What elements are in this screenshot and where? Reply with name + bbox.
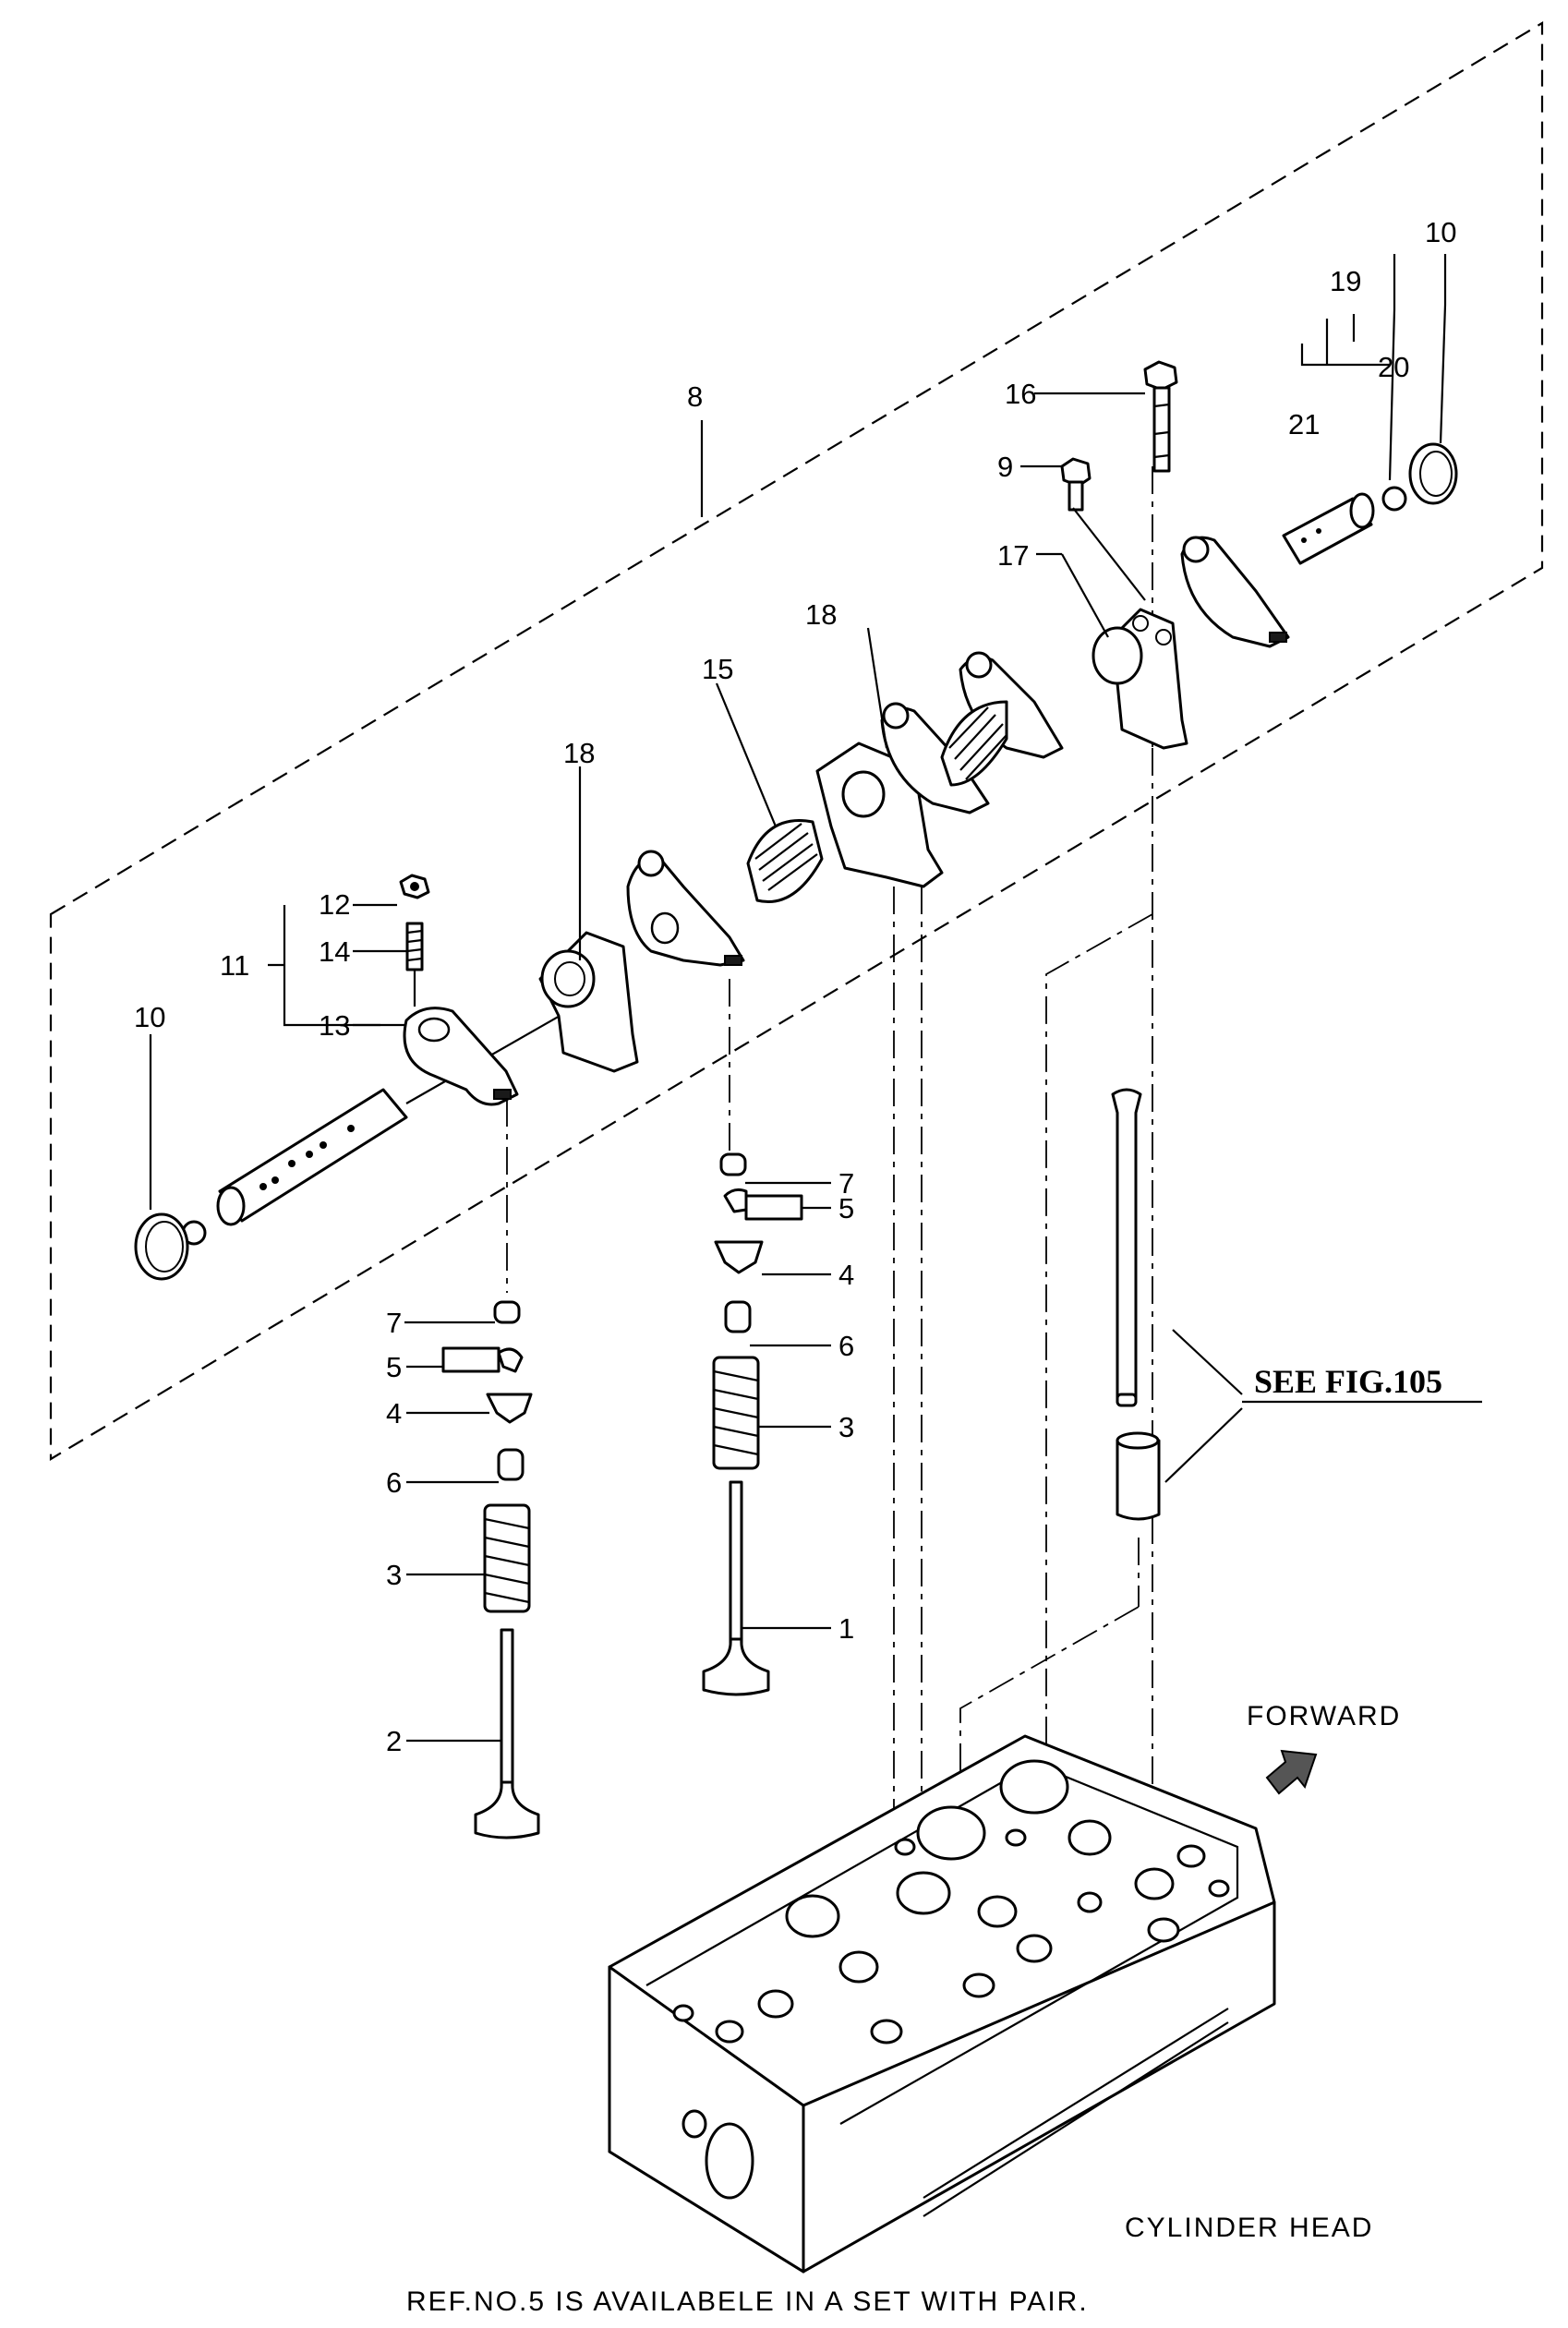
callout-16: 16 — [1005, 378, 1036, 410]
valve-spring-middle — [712, 1356, 760, 1470]
adjust-screw — [405, 922, 424, 1007]
callout-5-left: 5 — [386, 1351, 402, 1383]
callout-7-middle: 7 — [838, 1167, 854, 1200]
intake-valve — [702, 1480, 770, 1696]
plug-right — [1381, 486, 1407, 512]
forward-label: FORWARD — [1247, 1701, 1401, 1731]
valve-cotter-middle — [723, 1188, 803, 1221]
spring-retainer-left — [486, 1393, 533, 1424]
callout-21: 21 — [1288, 408, 1320, 440]
callout-4-middle: 4 — [838, 1259, 854, 1291]
push-rod — [1111, 1088, 1142, 1407]
leader-lines — [149, 254, 1482, 1743]
circlip-left — [134, 1212, 189, 1281]
valve-stem-seal-left — [497, 1448, 525, 1481]
valve-cotter-left — [441, 1346, 524, 1373]
bolt-16 — [1143, 360, 1178, 473]
cylinder-head-label: CYLINDER HEAD — [1125, 2213, 1373, 2243]
callout-6-left: 6 — [386, 1466, 402, 1499]
assembly-boundary — [49, 21, 1544, 1461]
callout-6-middle: 6 — [838, 1330, 854, 1362]
callout-10-right: 10 — [1425, 216, 1456, 248]
rocker-shaft — [216, 1088, 408, 1226]
circlip-right — [1408, 442, 1458, 505]
rocker-arm-right — [1180, 536, 1290, 648]
callout-15: 15 — [702, 653, 733, 685]
callout-18-left: 18 — [563, 737, 595, 769]
rocker-arm-pair — [880, 651, 1064, 814]
rocker-spring — [746, 819, 824, 903]
valve-cap-left — [493, 1300, 521, 1324]
callout-1: 1 — [838, 1612, 854, 1645]
callout-20: 20 — [1378, 351, 1409, 383]
callout-12: 12 — [319, 888, 350, 921]
locknut — [399, 874, 430, 899]
rocker-arm-left — [403, 1007, 519, 1106]
valve-stem-seal-middle — [724, 1300, 752, 1333]
forward-arrow-icon — [1265, 1749, 1318, 1795]
spring-retainer-middle — [714, 1240, 764, 1274]
rocker-support-right — [1092, 608, 1188, 750]
callout-3-middle: 3 — [838, 1411, 854, 1443]
callout-19: 19 — [1330, 265, 1361, 297]
see-fig-reference: SEE FIG.105 — [1254, 1363, 1442, 1400]
callout-18-middle: 18 — [805, 598, 837, 631]
rocker-shaft-right — [1282, 492, 1375, 565]
callout-9: 9 — [997, 451, 1013, 483]
callout-10-left: 10 — [134, 1001, 165, 1033]
tappet — [1116, 1431, 1161, 1521]
callout-4-left: 4 — [386, 1397, 402, 1429]
alignment-lines — [506, 466, 1153, 1893]
cylinder-head — [608, 1734, 1276, 2274]
callout-5-middle: 5 — [838, 1192, 854, 1224]
footnote: REF.NO.5 IS AVAILABELE IN A SET WITH PAI… — [406, 2286, 1089, 2317]
bolt-9 — [1060, 457, 1146, 601]
callout-3-left: 3 — [386, 1559, 402, 1591]
callout-17: 17 — [997, 539, 1029, 572]
callout-14: 14 — [319, 935, 350, 968]
exhaust-valve — [474, 1628, 540, 1839]
callout-2: 2 — [386, 1725, 402, 1757]
rocker-arm-middle — [626, 850, 745, 967]
callout-8: 8 — [687, 380, 703, 413]
valve-cap-middle — [719, 1152, 747, 1176]
callout-7-left: 7 — [386, 1307, 402, 1339]
callout-13: 13 — [319, 1009, 350, 1042]
callout-11: 11 — [220, 949, 249, 982]
rocker-support-left — [538, 931, 639, 1073]
valve-spring-left — [483, 1503, 531, 1613]
